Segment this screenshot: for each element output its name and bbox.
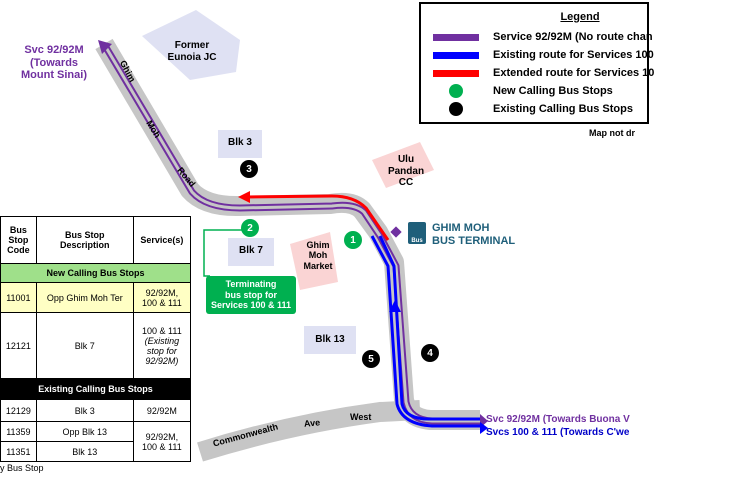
blk13-label: Blk 13 [315, 334, 345, 345]
table-row: 11001 Opp Ghim Moh Ter 92/92M, 100 & 111 [0, 282, 192, 313]
route-extended-red [245, 194, 390, 241]
th-svc: Service(s) [132, 216, 192, 264]
th-desc: Bus Stop Description [35, 216, 134, 264]
marker-2: 2 [241, 219, 259, 237]
dest-92-label: Svc 92/92M (Towards Buona V [486, 414, 630, 425]
section-new: New Calling Bus Stops [0, 263, 191, 283]
purple-line-swatch [433, 33, 479, 41]
route-100-blue-2 [378, 235, 480, 421]
th-code: Bus Stop Code [0, 216, 37, 264]
blk3-building [218, 130, 262, 158]
terminal-marker [390, 226, 402, 238]
bus-stop-table: Bus Stop Code Bus Stop Description Servi… [0, 216, 192, 462]
ulu-pandan-cc-building [372, 142, 434, 188]
legend-item-extended: Extended route for Services 10 [433, 65, 654, 81]
legend-title: Legend [560, 11, 600, 23]
former-eunoia-label: Former Eunoia JC [167, 40, 217, 63]
blk7-building [228, 238, 274, 266]
svc-92-origin-label: Svc 92/92M (Towards Mount Sinai) [21, 44, 87, 82]
road-label-ave: Ave [303, 417, 321, 429]
blue-arrow-north [389, 300, 401, 312]
legend-item-92: Service 92/92M (No route chan [433, 29, 653, 45]
black-dot-icon [449, 102, 463, 116]
route-map [95, 10, 488, 462]
legend-item-new-stops: New Calling Bus Stops [433, 83, 613, 99]
purple-arrow-north [98, 40, 112, 54]
green-dot-icon [449, 84, 463, 98]
former-eunoia-building [142, 10, 240, 80]
legend: Legend Service 92/92M (No route chan Exi… [419, 2, 654, 124]
ulu-pandan-cc-label: Ulu Pandan CC [387, 154, 425, 188]
ghim-moh-market-label: Ghim Moh Market [303, 240, 333, 271]
dest-100-label: Svcs 100 & 111 (Towards C'we [486, 427, 630, 438]
route-100-blue-1 [370, 235, 480, 428]
ghim-moh-market-building [290, 232, 338, 290]
marker-5: 5 [362, 350, 380, 368]
blk7-label: Blk 7 [239, 245, 263, 256]
bus-terminal-icon: Bus [408, 222, 426, 244]
marker-3: 3 [240, 160, 258, 178]
table-row: 11351 Blk 13 [0, 441, 191, 462]
table-row: 12121 Blk 7 100 & 111 (Existing stop for… [0, 312, 192, 379]
marker-4: 4 [421, 344, 439, 362]
marker-1: 1 [344, 231, 362, 249]
road-label-west: West [350, 412, 372, 422]
table-row: 12129 Blk 3 92/92M [0, 399, 192, 422]
terminal-label: GHIM MOH BUS TERMINAL [432, 222, 516, 247]
table-caption: y Bus Stop [0, 463, 44, 473]
legend-item-existing-stops: Existing Calling Bus Stops [433, 101, 633, 117]
blk13-building [304, 326, 356, 354]
table-row: 11359 Opp Blk 13 92/92M, 100 & 111 [0, 421, 192, 462]
blk3-label: Blk 3 [228, 137, 252, 148]
red-arrow [238, 191, 250, 203]
commonwealth-ave-west [197, 400, 421, 462]
red-line-swatch [433, 69, 479, 77]
terminating-note: Terminating bus stop for Services 100 & … [206, 276, 296, 314]
section-existing: Existing Calling Bus Stops [0, 378, 191, 400]
blue-arrow-east [480, 422, 488, 434]
blue-line-swatch [433, 51, 479, 59]
map-not-drawn-note: Map not dr [589, 128, 635, 138]
legend-item-100: Existing route for Services 100 [433, 47, 654, 63]
